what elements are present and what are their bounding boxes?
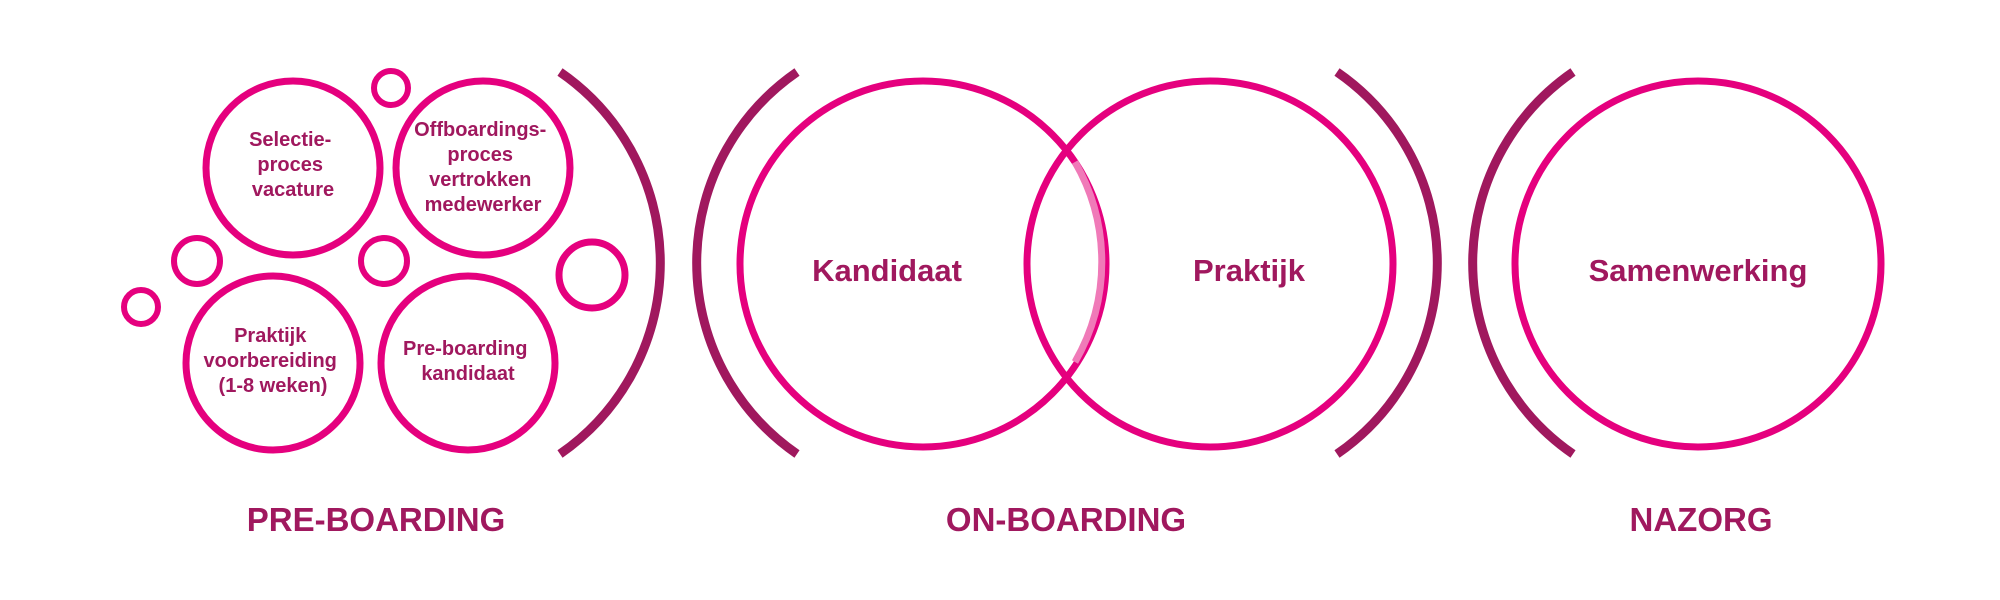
circle-kandidaat (736, 77, 1110, 451)
bubble-label-offboardingsproces: Offboardings- proces vertrokken medewerk… (414, 119, 552, 216)
phase-label-onboarding: ON-BOARDING (946, 501, 1186, 538)
nazorg-opening-bracket (1468, 68, 1576, 458)
onboarding-opening-bracket (692, 68, 800, 458)
circle-overlap-arc (1071, 160, 1106, 364)
circle-samenwerking (1511, 77, 1885, 451)
preboarding-group: Selectie- proces vacature Offboardings- … (121, 68, 629, 454)
circle-label-kandidaat: Kandidaat (812, 253, 962, 288)
preboarding-closing-bracket (557, 68, 665, 458)
circle-label-praktijk: Praktijk (1193, 253, 1306, 288)
bubble-selectieproces (202, 77, 384, 259)
phase-label-nazorg: NAZORG (1630, 501, 1773, 538)
bubble-label-preboarding-kandidaat: Pre-boarding kandidaat (403, 338, 533, 385)
onboarding-closing-bracket (1334, 68, 1442, 458)
bubble-praktijk-voorbereiding (182, 272, 364, 454)
bubble-label-praktijk-voorbereiding: Praktijk voorbereiding (1-8 weken) (204, 325, 343, 397)
decor-small-bubble (121, 287, 161, 327)
bubble-offboardingsproces (392, 77, 574, 259)
decor-small-bubble (358, 235, 410, 287)
phase-label-preboarding: PRE-BOARDING (247, 501, 506, 538)
decor-medium-bubble (555, 238, 629, 312)
decor-small-bubble (371, 68, 411, 108)
bubble-label-selectieproces: Selectie- proces vacature (249, 129, 337, 201)
decor-small-bubble (171, 235, 223, 287)
circle-label-samenwerking: Samenwerking (1589, 253, 1808, 288)
bubble-preboarding-kandidaat (377, 272, 559, 454)
circle-praktijk (1023, 77, 1397, 451)
